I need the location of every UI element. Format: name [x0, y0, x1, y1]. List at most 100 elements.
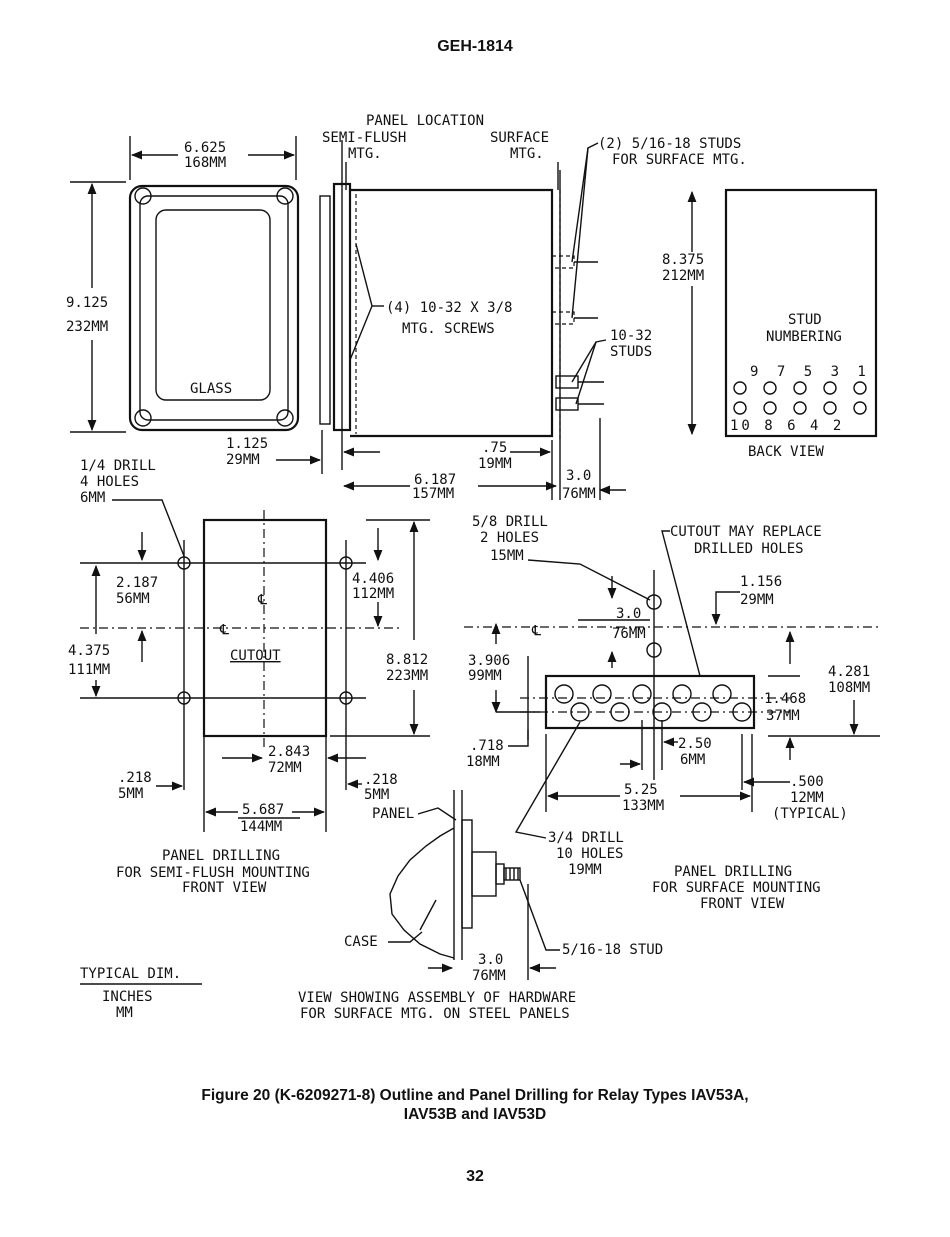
dim-25-in: 2.50	[678, 736, 712, 752]
semi-flush-mtg-label: MTG.	[348, 146, 382, 162]
dim-525-mm: 133MM	[622, 798, 664, 814]
dim-4375-in: 4.375	[68, 643, 110, 659]
dim-500-mm: 12MM	[790, 790, 824, 806]
dim-718-in: .718	[470, 738, 504, 754]
typical-label: (TYPICAL)	[772, 806, 848, 822]
cutout-note-2: DRILLED HOLES	[694, 541, 804, 557]
drill58-label-2: 2 HOLES	[480, 530, 539, 546]
surface-mtg-label: MTG.	[510, 146, 544, 162]
studs-note-1: (2) 5/16-18 STUDS	[598, 136, 741, 152]
dim-500-in: .500	[790, 774, 824, 790]
stud-row-top: 9 7 5 3 1	[750, 364, 871, 380]
dim-2843-mm: 72MM	[268, 760, 302, 776]
dim-1125-mm: 29MM	[226, 452, 260, 468]
dim-depth-mm: 212MM	[662, 268, 704, 284]
drill34-label-2: 10 HOLES	[556, 846, 623, 862]
dim-718-mm: 18MM	[466, 754, 500, 770]
semi-title-3: FRONT VIEW	[182, 880, 267, 896]
glass-label: GLASS	[190, 381, 232, 397]
surf-title-1: PANEL DRILLING	[674, 864, 792, 880]
dim-depth-in: 8.375	[662, 252, 704, 268]
dim-1468-in: 1.468	[764, 691, 806, 707]
dim-30c-in: 3.0	[478, 952, 503, 968]
drill58-label-3: 15MM	[490, 548, 524, 564]
panel-label: PANEL	[372, 806, 414, 822]
dim-25-mm: 6MM	[680, 752, 705, 768]
dim-1156-in: 1.156	[740, 574, 782, 590]
dim-3906-in: 3.906	[468, 653, 510, 669]
side-view: PANEL LOCATION SEMI-FLUSH MTG. SURFACE M…	[226, 113, 747, 502]
dim-4375-mm: 111MM	[68, 662, 110, 678]
dim-4281-in: 4.281	[828, 664, 870, 680]
dim-525-in: 5.25	[624, 782, 658, 798]
centerline-mark-1: ℄	[257, 592, 267, 608]
centerline-mark-3: ℄	[531, 623, 541, 639]
dim-75-mm: 19MM	[478, 456, 512, 472]
document-id: GEH-1814	[437, 38, 513, 55]
figure-caption: Figure 20 (K-6209271-8) Outline and Pane…	[0, 1086, 950, 1124]
dim-height-mm: 232MM	[66, 319, 108, 335]
stud-numbering-1: STUD	[788, 312, 822, 328]
semi-flush-drilling: 1/4 DRILL 4 HOLES 6MM ℄ ℄ CUTOUT 2.187 5…	[68, 458, 430, 896]
studs-note-2: FOR SURFACE MTG.	[612, 152, 747, 168]
back-view: STUD NUMBERING 9 7 5 3 1 10 8 6 4 2 BACK…	[724, 188, 878, 460]
dim-6187-mm: 157MM	[412, 486, 454, 502]
typical-dim-label: TYPICAL DIM.	[80, 966, 181, 982]
dim-width-in: 6.625	[184, 140, 226, 156]
drill34-label-1: 3/4 DRILL	[548, 830, 624, 846]
surface-label: SURFACE	[490, 130, 549, 146]
surf-title-2: FOR SURFACE MOUNTING	[652, 880, 821, 896]
drill58-label-1: 5/8 DRILL	[472, 514, 548, 530]
back-view-label: BACK VIEW	[748, 444, 824, 460]
caption-line-1: Figure 20 (K-6209271-8) Outline and Pane…	[201, 1087, 749, 1104]
dim-2187-mm: 56MM	[116, 591, 150, 607]
dim-30b-mm: 76MM	[612, 626, 646, 642]
page-number: 32	[466, 1168, 484, 1185]
caption-line-2: IAV53B and IAV53D	[403, 1106, 547, 1123]
dim-6187-in: 6.187	[414, 472, 456, 488]
assembly-title-2: FOR SURFACE MTG. ON STEEL PANELS	[300, 1006, 570, 1022]
dim-218-right-mm: 5MM	[364, 787, 389, 803]
screws-label-1: (4) 10-32 X 3/8	[386, 300, 512, 316]
stud-row-bottom: 10 8 6 4 2	[730, 418, 844, 434]
dim-2187-in: 2.187	[116, 575, 158, 591]
units-legend: TYPICAL DIM. INCHES MM	[80, 966, 202, 1021]
semi-title-1: PANEL DRILLING	[162, 848, 280, 864]
dim-30-mm: 76MM	[562, 486, 596, 502]
dim-8812-mm: 223MM	[386, 668, 428, 684]
dim-75-in: .75	[482, 440, 507, 456]
drill14-label-1: 1/4 DRILL	[80, 458, 156, 474]
front-view: GLASS 6.625 168MM 9.125 232MM	[66, 136, 300, 433]
dim-218-left-in: .218	[118, 770, 152, 786]
dim-2843-in: 2.843	[268, 744, 310, 760]
cutout-label: CUTOUT	[230, 648, 281, 664]
dim-1156-mm: 29MM	[740, 592, 774, 608]
case-label: CASE	[344, 934, 378, 950]
drill34-label-3: 19MM	[568, 862, 602, 878]
studs-1032-label-2: STUDS	[610, 344, 652, 360]
dim-1125-in: 1.125	[226, 436, 268, 452]
inches-label: INCHES	[102, 989, 153, 1005]
assembly-view: PANEL CASE 5/16-18 STUD 3.0 76MM VIEW SH…	[298, 790, 663, 1022]
dim-width-mm: 168MM	[184, 155, 226, 171]
surf-title-3: FRONT VIEW	[700, 896, 785, 912]
dim-30-in: 3.0	[566, 468, 591, 484]
semi-flush-label: SEMI-FLUSH	[322, 130, 406, 146]
dim-5687-mm: 144MM	[240, 819, 282, 835]
assembly-title-1: VIEW SHOWING ASSEMBLY OF HARDWARE	[298, 990, 576, 1006]
dim-218-left-mm: 5MM	[118, 786, 143, 802]
drill14-label-2: 4 HOLES	[80, 474, 139, 490]
semi-title-2: FOR SEMI-FLUSH MOUNTING	[116, 865, 310, 881]
dim-1468-mm: 37MM	[766, 708, 800, 724]
dim-30c-mm: 76MM	[472, 968, 506, 984]
mm-label: MM	[116, 1005, 133, 1021]
stud-51618-label: 5/16-18 STUD	[562, 942, 663, 958]
drill14-label-3: 6MM	[80, 490, 105, 506]
dim-3906-mm: 99MM	[468, 668, 502, 684]
dim-8812-in: 8.812	[386, 652, 428, 668]
dim-4281-mm: 108MM	[828, 680, 870, 696]
dim-height-in: 9.125	[66, 295, 108, 311]
screws-label-2: MTG. SCREWS	[402, 321, 495, 337]
